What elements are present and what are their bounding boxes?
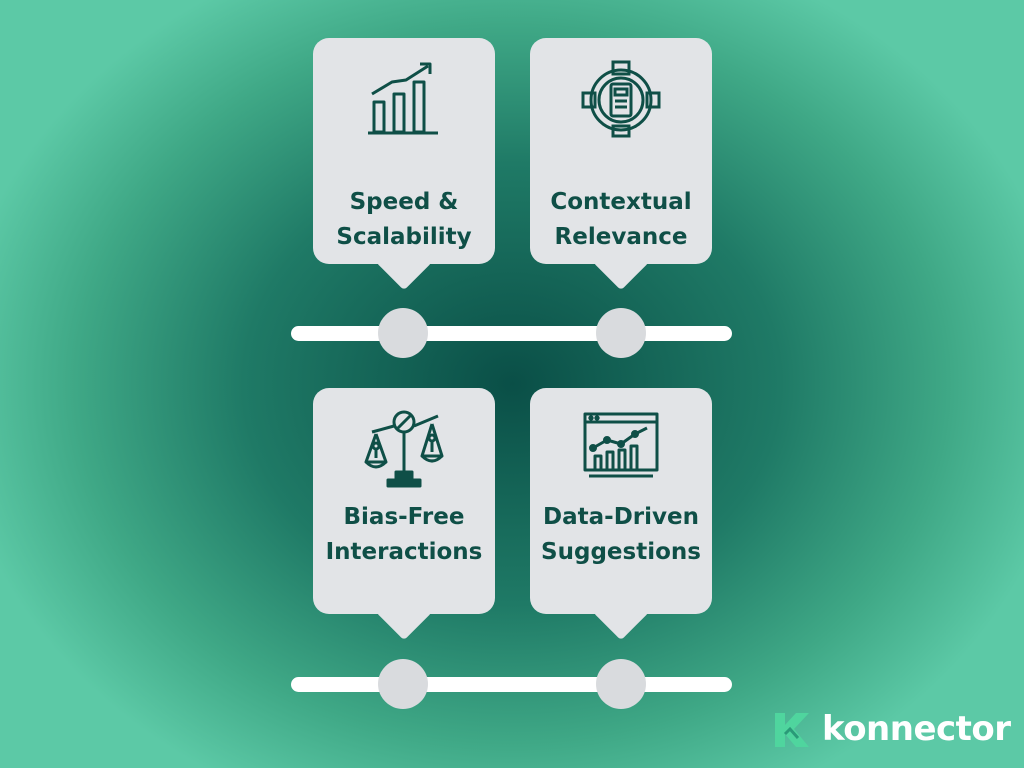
card-data-driven: Data-Driven Suggestions (530, 388, 712, 641)
card-contextual-relevance: Contextual Relevance (530, 38, 712, 291)
card-label: Data-Driven Suggestions (541, 504, 701, 565)
card-bias-free: Bias-Free Interactions (313, 388, 495, 641)
timeline-knob (596, 308, 646, 358)
target-document-icon (579, 56, 663, 140)
timeline-knob (378, 659, 428, 709)
brand-logo: konnector (772, 706, 1012, 754)
card-label: Speed & Scalability (336, 189, 472, 250)
balance-scale-icon (362, 406, 446, 490)
card-label: Contextual Relevance (550, 189, 692, 250)
bar-growth-icon (362, 56, 446, 140)
card-pointer (592, 583, 650, 641)
card-speed-scalability: Speed & Scalability (313, 38, 495, 291)
timeline-knob (378, 308, 428, 358)
brand-name: konnector (822, 709, 1011, 749)
card-pointer (375, 583, 433, 641)
card-label: Bias-Free Interactions (325, 504, 483, 565)
timeline-track-bottom (291, 659, 732, 709)
timeline-track-top (291, 308, 732, 358)
analytics-dashboard-icon (579, 406, 663, 490)
konnector-k-icon (772, 710, 812, 750)
timeline-knob (596, 659, 646, 709)
